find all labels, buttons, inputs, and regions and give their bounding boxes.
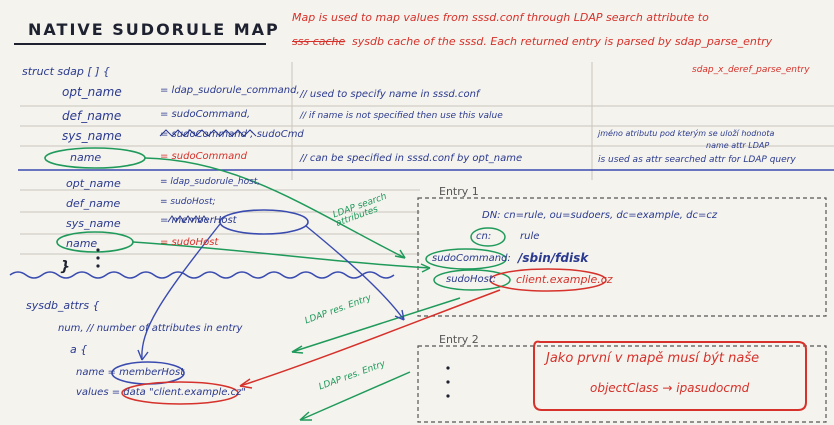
struct2-row1-eq: = ldap_sudorule_host, (160, 177, 261, 187)
sysdb-header: sysdb_attrs { (26, 299, 100, 312)
right-note-3: is used as attr searched attr for LDAP q… (598, 155, 796, 165)
note-top-line2: sysdb cache of the sssd. Each returned e… (352, 35, 773, 48)
sysdb-values: values = data "client.example.cz" (76, 387, 246, 398)
entry1-title: Entry 1 (436, 186, 482, 197)
struct-row2-left: def_name (62, 109, 122, 123)
struct2-row3-eq: = memberHost (160, 215, 237, 226)
struct-row4-note: // can be specified in sssd.conf by opt_… (300, 153, 523, 164)
entry2-title: Entry 2 (436, 334, 482, 345)
struct2-row3-left: sys_name (66, 217, 121, 230)
note-top-line1: Map is used to map values from sssd.conf… (292, 11, 709, 24)
diagram-title: NATIVE SUDORULE MAP (28, 20, 280, 39)
struct2-row1-left: opt_name (66, 177, 121, 190)
struct-header: struct sdap [ ] { (22, 65, 110, 78)
struct-row1-left: opt_name (62, 85, 122, 99)
entry1-cn-val: rule (520, 231, 540, 242)
entry1-host-val: client.example.cz (516, 273, 613, 286)
struct-row4-left: name (70, 151, 102, 164)
struct-row1-eq: = ldap_sudorule_command, (160, 85, 300, 96)
struct-close: } (60, 259, 70, 275)
sysdb-name: name = memberHost (76, 367, 185, 378)
sysdb-num: num, // number of attributes in entry (58, 323, 243, 334)
struct-row3-left: sys_name (62, 129, 122, 143)
right-note-czech2: name attr LDAP (706, 141, 770, 150)
redbox-line1: Jako první v mapě musí být naše (546, 351, 760, 366)
redbox-line2: objectClass → ipasudocmd (590, 381, 750, 395)
entry1-cn-key: cn: (476, 231, 492, 242)
struct2-row2-left: def_name (66, 197, 121, 210)
entry1-dn: DN: cn=rule, ou=sudoers, dc=example, dc=… (482, 210, 718, 221)
entry1-host-key: sudoHost: (446, 274, 497, 285)
struct-row2-note: // if name is not specified then use thi… (300, 111, 503, 121)
entry1-cmd-key: sudoCommand: (432, 253, 511, 264)
note-top-side: sdap_x_deref_parse_entry (692, 65, 810, 75)
struct-row2-eq: = sudoCommand, (160, 109, 251, 120)
sysdb-a: a { (70, 343, 88, 356)
struct-row1-note: // used to specify name in sssd.conf (300, 89, 480, 100)
note-top-strike: sss cache (292, 35, 346, 48)
struct2-row4-eq: = sudoHost (160, 237, 219, 248)
struct-row4-eq: = sudoCommand (160, 151, 247, 162)
struct2-row4-left: name (66, 237, 98, 250)
struct-row3-eq: = sudoCommand ; sudoCmd (160, 129, 304, 140)
entry1-cmd-val: /sbin/fdisk (518, 251, 589, 265)
right-note-czech1: jméno atributu pod kterým se uloží hodno… (598, 129, 775, 138)
struct2-row2-eq: = sudoHost; (160, 197, 216, 207)
